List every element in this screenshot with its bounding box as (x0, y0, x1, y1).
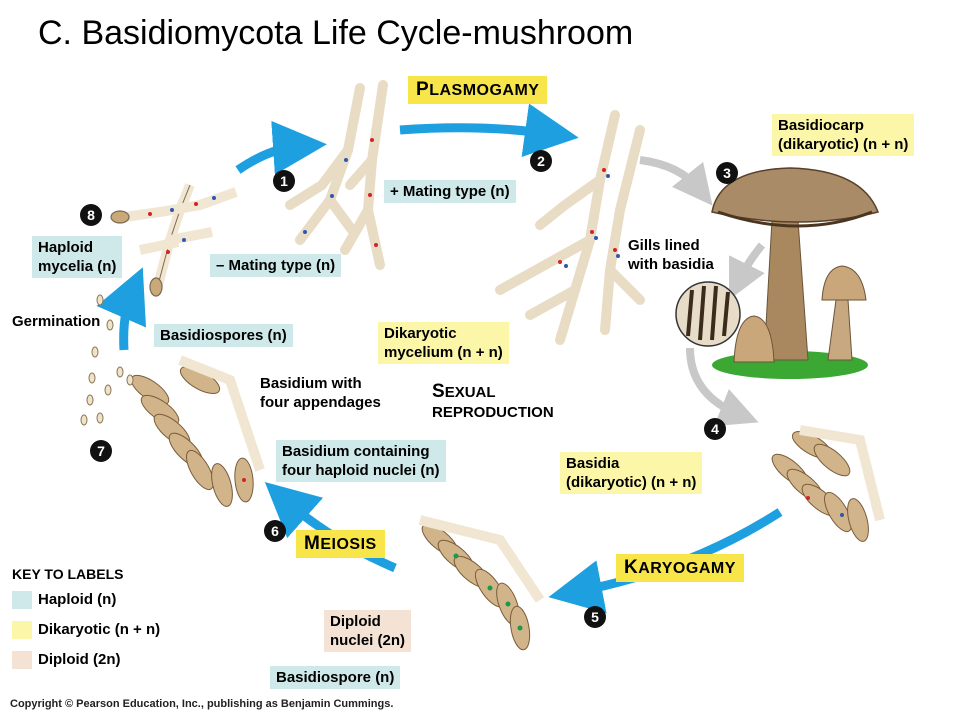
sexual-reproduction-label: SEXUAL REPRODUCTION (432, 381, 554, 422)
mating-hyphae-illustration (285, 80, 388, 270)
key-swatch-dikaryotic (12, 621, 32, 640)
basidia-cluster-stage5 (418, 515, 545, 651)
label-minus-mating-type: – Mating type (n) (210, 254, 342, 277)
step-number-3: 3 (716, 162, 738, 184)
stage-plasmogamy: PLASMOGAMY (408, 76, 548, 104)
arrow-gill-zoom (729, 242, 766, 300)
mushroom-basidiocarp-illustration (675, 167, 880, 379)
label-basidiocarp: Basidiocarp(dikaryotic) (n + n) (772, 114, 915, 156)
basidia-cluster-stage6-7 (130, 355, 265, 507)
label-basidiospores: Basidiospores (n) (154, 324, 293, 347)
step-number-2: 2 (530, 150, 552, 172)
stage-meiosis: MEIOSIS (296, 530, 385, 558)
step-number-5: 5 (584, 606, 606, 628)
step-number-6: 6 (264, 520, 286, 542)
step-number-7: 7 (90, 440, 112, 462)
key-swatch-diploid (12, 651, 32, 670)
copyright-notice: Copyright © Pearson Education, Inc., pub… (10, 698, 394, 710)
arrow-3-to-4 (686, 347, 759, 427)
key-title: KEY TO LABELS (12, 566, 124, 582)
step-number-1: 1 (273, 170, 295, 192)
basidiospores-scatter (80, 294, 134, 426)
key-item-haploid: Haploid (n) (12, 590, 116, 610)
arrow-2-to-3 (639, 156, 713, 206)
key-swatch-haploid (12, 591, 32, 610)
label-basidiospore: Basidiospore (n) (270, 666, 401, 689)
dikaryotic-mycelium-illustration (495, 110, 645, 345)
label-germination: Germination (12, 313, 101, 330)
arrow-8-to-1 (235, 120, 327, 175)
stage-karyogamy: KARYOGAMY (616, 554, 744, 582)
step-number-8: 8 (80, 204, 102, 226)
haploid-mycelia-illustration (110, 183, 238, 297)
label-basidia-dikaryotic: Basidia(dikaryotic) (n + n) (560, 452, 703, 494)
basidia-cluster-stage4 (771, 425, 885, 542)
label-plus-mating-type: + Mating type (n) (384, 180, 516, 203)
arrow-7-to-8 (96, 267, 147, 351)
step-number-4: 4 (704, 418, 726, 440)
page-title: C. Basidiomycota Life Cycle-mushroom (38, 14, 634, 52)
arrow-1-to-2 (399, 103, 579, 158)
key-item-diploid: Diploid (2n) (12, 650, 121, 670)
key-item-dikaryotic: Dikaryotic (n + n) (12, 620, 160, 640)
